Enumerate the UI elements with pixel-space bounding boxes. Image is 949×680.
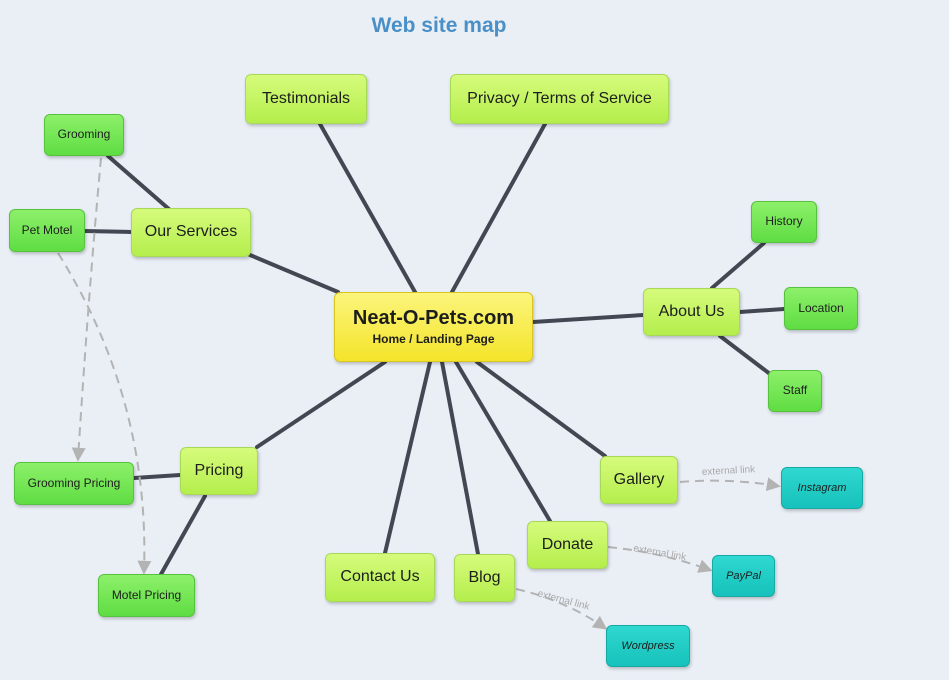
diagram-title: Web site map	[371, 14, 507, 37]
node-motel-pricing[interactable]: Motel Pricing	[98, 574, 195, 617]
node-gallery[interactable]: Gallery	[600, 456, 678, 504]
node-blog[interactable]: Blog	[454, 554, 515, 602]
home-title: Neat-O-Pets.com	[352, 307, 515, 330]
dashed-gallery-to-instagram	[679, 477, 781, 492]
dashed-donate-to-paypal	[607, 546, 713, 573]
node-location[interactable]: Location	[784, 287, 858, 330]
dashed-grooming-to-grooming-pricing	[71, 157, 102, 462]
node-donate[interactable]: Donate	[527, 521, 608, 569]
external-link-label-donate: external link	[632, 543, 687, 563]
edge-services-grooming	[106, 154, 172, 212]
external-link-label-gallery: external link	[702, 464, 757, 478]
edge-services-pet-motel	[82, 229, 133, 234]
edge-center-contact-us	[383, 360, 432, 555]
node-home[interactable]: Neat-O-Pets.com Home / Landing Page	[334, 292, 533, 362]
edge-center-gallery	[475, 360, 607, 458]
edge-center-donate	[454, 360, 552, 523]
node-testimonials[interactable]: Testimonials	[245, 74, 367, 124]
node-pet-motel[interactable]: Pet Motel	[9, 209, 85, 252]
node-history[interactable]: History	[751, 201, 817, 243]
node-wordpress[interactable]: Wordpress	[606, 625, 690, 667]
node-instagram[interactable]: Instagram	[781, 467, 863, 509]
edge-center-about-us	[531, 313, 645, 324]
edge-center-our-services	[248, 253, 340, 294]
node-grooming-pricing[interactable]: Grooming Pricing	[14, 462, 134, 505]
home-subtitle: Home / Landing Page	[372, 332, 495, 347]
dashed-blog-to-wordpress	[515, 588, 608, 630]
edge-about-location	[738, 307, 786, 314]
edge-center-pricing	[255, 360, 387, 449]
node-contact-us[interactable]: Contact Us	[325, 553, 435, 602]
node-about-us[interactable]: About Us	[643, 288, 740, 336]
node-grooming[interactable]: Grooming	[44, 114, 124, 156]
edge-pricing-motel-pricing	[158, 494, 207, 578]
edge-center-testimonials	[318, 122, 417, 294]
node-staff[interactable]: Staff	[768, 370, 822, 412]
edge-pricing-grooming-pricing	[132, 473, 182, 480]
dashed-pet-motel-to-motel-pricing	[57, 252, 152, 575]
edge-center-blog	[440, 360, 480, 556]
node-paypal[interactable]: PayPal	[712, 555, 775, 597]
node-our-services[interactable]: Our Services	[131, 208, 251, 257]
edge-about-history	[710, 241, 766, 290]
edge-center-privacy	[450, 122, 547, 294]
edge-about-staff	[718, 334, 772, 376]
node-pricing[interactable]: Pricing	[180, 447, 258, 495]
node-privacy-terms[interactable]: Privacy / Terms of Service	[450, 74, 669, 124]
external-link-label-blog: external link	[536, 588, 591, 613]
